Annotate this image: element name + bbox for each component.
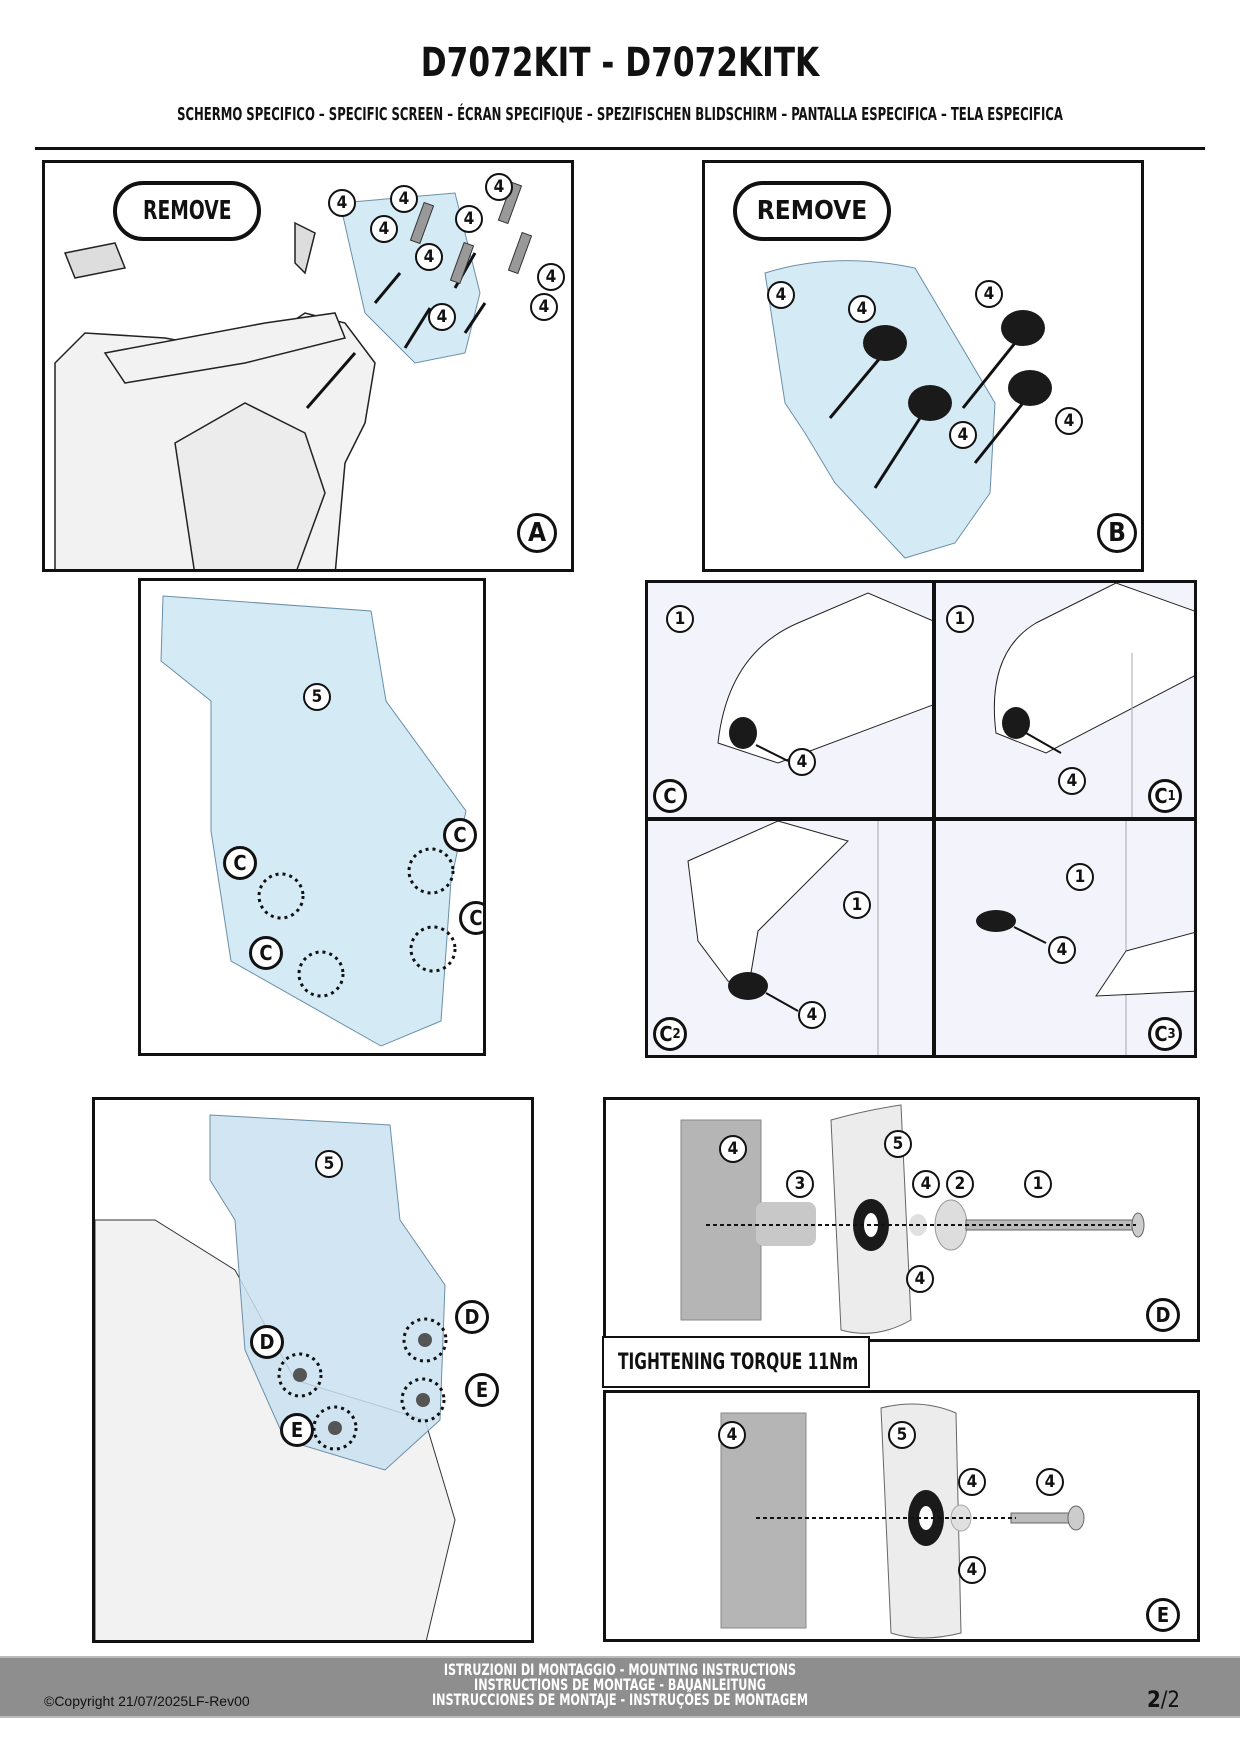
part-label: 4 (1058, 767, 1086, 795)
mounting-instructions-title: ISTRUZIONI DI MONTAGGIO - MOUNTING INSTR… (431, 1660, 809, 1709)
part-label: 4 (975, 280, 1003, 308)
part-label: 4 (958, 1468, 986, 1496)
part-label: 4 (718, 1421, 746, 1449)
part-label: 1 (946, 605, 974, 633)
screen-grommets-illustration (764, 260, 1052, 559)
copyright-text: ©Copyright 21/07/2025LF-Rev00 (44, 1693, 250, 1709)
callout-c: C (249, 936, 283, 970)
part-label: 4 (949, 421, 977, 449)
part-label: 4 (1055, 407, 1083, 435)
document-title: D7072KIT - D7072KITK (420, 40, 820, 86)
part-label: 4 (428, 303, 456, 331)
panel-e-assembly-detail: 4 5 4 4 4 E (603, 1390, 1200, 1642)
part-label: 3 (786, 1170, 814, 1198)
step-label-a: A (517, 513, 557, 553)
installed-screen-illustration (95, 1114, 456, 1640)
part-label: 4 (1048, 936, 1076, 964)
part-label: 4 (906, 1265, 934, 1293)
part-label: 4 (848, 295, 876, 323)
part-label: 4 (788, 748, 816, 776)
footer-bar: ©Copyright 21/07/2025LF-Rev00 ISTRUZIONI… (0, 1656, 1240, 1718)
part-label: 4 (912, 1170, 940, 1198)
panel-b-remove-grommets: REMOVE 4 4 4 4 4 B (702, 160, 1144, 572)
part-label: 5 (884, 1130, 912, 1158)
panel-a-remove-screen: REMOVE 4 4 4 4 4 4 4 4 4 A (42, 160, 574, 572)
part-label: 4 (958, 1556, 986, 1584)
callout-d: D (455, 1300, 489, 1334)
part-label: 4 (455, 205, 483, 233)
part-label: 5 (303, 683, 331, 711)
panel-d-assembly-detail: 4 3 5 4 2 1 4 D (603, 1097, 1200, 1342)
tightening-torque-note: TIGHTENING TORQUE 11Nm (602, 1336, 870, 1388)
callout-c: C (223, 846, 257, 880)
part-label: 1 (666, 605, 694, 633)
callout-c: C (459, 901, 483, 935)
step-label-b: B (1097, 513, 1137, 553)
step-label-d: D (1146, 1298, 1180, 1332)
page-number: 2/2 (1146, 1688, 1180, 1713)
document-subtitle: SCHERMO SPECIFICO – SPECIFIC SCREEN – ÉC… (177, 104, 1063, 125)
part-label: 4 (719, 1135, 747, 1163)
callout-e: E (280, 1413, 314, 1447)
part-label: 4 (415, 243, 443, 271)
part-label: 4 (767, 281, 795, 309)
part-label: 4 (328, 189, 356, 217)
header-divider (35, 147, 1205, 150)
part-label: 5 (888, 1421, 916, 1449)
part-label: 2 (946, 1170, 974, 1198)
panel-c-insert-grommet: 1 4 C (645, 580, 935, 820)
part-label: 4 (390, 185, 418, 213)
step-label-e: E (1146, 1598, 1180, 1632)
remove-badge: REMOVE (113, 181, 261, 241)
panel-install-screen: 5 D D E E (92, 1097, 534, 1643)
part-label: 1 (1066, 863, 1094, 891)
part-label: 4 (530, 293, 558, 321)
part-label: 4 (485, 173, 513, 201)
part-label: 4 (1036, 1468, 1064, 1496)
part-label: 5 (315, 1150, 343, 1178)
callout-c: C (443, 818, 477, 852)
windscreen-illustration (160, 595, 467, 1047)
part-label: 4 (798, 1001, 826, 1029)
callout-e: E (465, 1373, 499, 1407)
part-label: 4 (370, 215, 398, 243)
remove-badge: REMOVE (733, 181, 891, 241)
callout-d: D (250, 1325, 284, 1359)
part-label: 1 (1024, 1170, 1052, 1198)
panel-screen-grommet-positions: 5 C C C C (138, 578, 486, 1056)
part-label: 4 (537, 263, 565, 291)
step-label-c: C (653, 779, 687, 813)
part-label: 1 (843, 891, 871, 919)
